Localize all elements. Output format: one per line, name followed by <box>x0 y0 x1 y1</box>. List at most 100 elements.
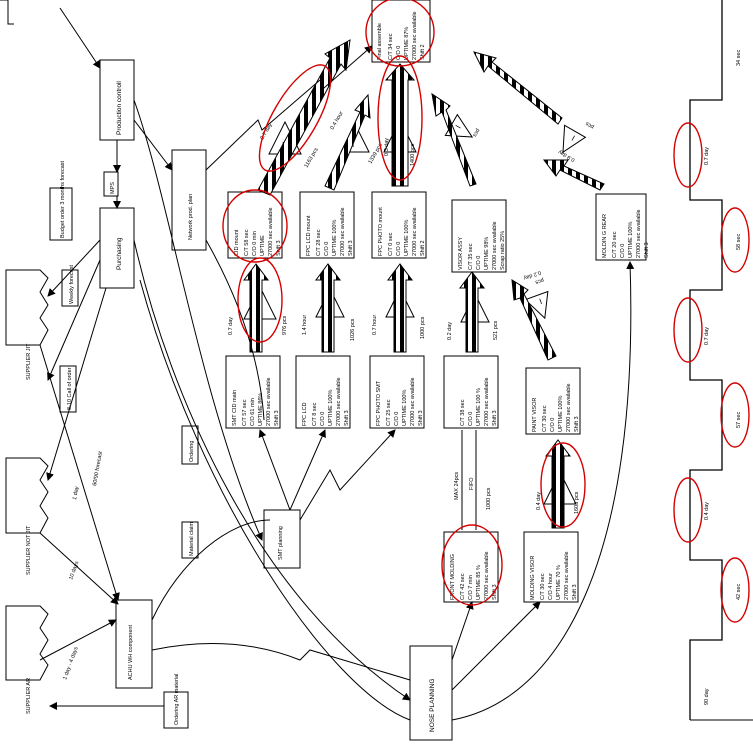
inventory-time: 0.7 hour <box>372 315 378 335</box>
inventory-time: 0.2 day <box>447 322 453 340</box>
process-ct: C/T 38 sec <box>460 399 466 426</box>
process-co: C/O 61 min <box>250 398 256 426</box>
nose-planning-label: NOSE PLANNING <box>429 679 436 732</box>
process-co: C/O 0 <box>476 256 482 270</box>
process-co: C/O 0 <box>320 412 326 426</box>
process-available: 27000 sec available <box>484 551 490 600</box>
process-shift: Shift 3 <box>492 584 498 600</box>
fifo-label: FIFO <box>469 477 475 490</box>
fifo-qty: 1000 pcs <box>486 487 492 510</box>
process-uptime: UPTIME 100% <box>558 396 564 432</box>
process-co: C/O 0 <box>550 418 556 432</box>
supplier-ar: SUPPLIER AR <box>5 605 49 714</box>
process-uptime: UPTIME 85 % <box>476 565 482 600</box>
process-shift: Shift 3 <box>348 240 354 256</box>
lead-time: 90 day <box>704 688 710 705</box>
process-ct: C/T 57 sec <box>242 399 248 426</box>
cycle-time: 58 sec <box>736 234 742 250</box>
process-ct: C/T 30 sec <box>540 573 546 600</box>
process-uptime: UPTIME 100% <box>328 390 334 426</box>
process-title: CID mount <box>234 229 240 256</box>
process-available: 27000 sec available <box>492 221 498 270</box>
inventory-time: pcs <box>584 120 595 130</box>
process-box-fpc-lcd: FPC LCD C/T 8 sec C/O 0 UPTIME 100% 2700… <box>295 355 351 429</box>
timeline-labels: 0.7 day 0.7 day 0.4 day 90 day 34 sec 58… <box>704 50 742 705</box>
supplier-label: SUPPLIER AR <box>26 678 32 714</box>
process-co: C/O 0 <box>394 412 400 426</box>
ordering-ar-label: Ordering AR material <box>174 674 180 725</box>
process-available: 27000 sec available <box>268 207 274 256</box>
process-boxes: Final assemble C/T 34 sec C/O 0 UPTIME 8… <box>225 0 650 603</box>
process-ct: C/T 0 sec <box>388 232 394 256</box>
process-box-paint-visor: PAINT VISOR C/T 30 sec C/O 0 UPTIME 100%… <box>525 367 581 435</box>
process-ct: C/T 30 sec <box>542 405 548 432</box>
inventory-qty: 1026 pcs <box>350 318 356 341</box>
inventory-qty: 1400 pcs <box>410 143 416 166</box>
fifo-max: MAX 24pcs <box>454 472 460 500</box>
process-available: 27000 sec available <box>336 377 342 426</box>
inventory-qty: 521 pcs <box>493 320 499 340</box>
process-available: 27000 sec available <box>636 209 642 258</box>
process-co: C/O 4 hour <box>548 573 554 600</box>
push-arrows <box>243 39 605 529</box>
process-co: C/O 0 min <box>252 231 258 256</box>
one-day-label: 1 day <box>72 486 80 501</box>
process-title: FPC LCD mount <box>306 215 312 256</box>
inventory-time: 0.4 hour <box>330 110 345 131</box>
ordering-label: Ordering <box>189 441 195 462</box>
process-available: 27000 sec available <box>484 377 490 426</box>
process-co: C/O 7 min <box>468 575 474 600</box>
process-ct: C/T 42 sec <box>460 573 466 600</box>
process-box-final: Final assemble C/T 34 sec C/O 0 UPTIME 8… <box>371 0 431 63</box>
network-plan-label: Network prod. plan <box>188 194 194 240</box>
inventory-qty: 0.2 day <box>522 269 541 281</box>
process-title: Final assemble <box>377 23 383 60</box>
material-claim-label: Material claim <box>189 522 195 556</box>
cycle-time: 42 sec <box>736 584 742 600</box>
production-control-label: Production controll <box>116 81 123 135</box>
process-box-fpc-photo: FPC PHOTO mount C/T 0 sec C/O 0 UPTIME 1… <box>371 191 427 259</box>
process-shift: Shift 3 <box>276 240 282 256</box>
one-four-day-label: 1 day - 4 days <box>62 646 80 681</box>
forecast-label: 60/90 forecast <box>92 451 104 487</box>
lead-time: 0.7 day <box>704 327 710 345</box>
process-box-molding-rear: MOLDIN G REAR C/T 20 sec C/O 0 UPTIME 10… <box>595 193 650 261</box>
process-shift: Shift 3 <box>274 410 280 426</box>
fifo-lane: MAX 24pcs FIFO 1000 pcs <box>454 430 492 530</box>
inventory-time: pcs <box>534 276 544 285</box>
process-uptime: UPTIME 100% <box>402 390 408 426</box>
cycle-time: 34 sec <box>736 50 742 66</box>
mps-label: MPS <box>110 182 116 194</box>
process-uptime: UPTIME 87% <box>404 27 410 60</box>
inventory-time: 0.4 day <box>536 492 542 510</box>
inventory-qty: 976 pcs <box>282 315 288 335</box>
lead-time: 0.4 day <box>704 502 710 520</box>
process-uptime: UPTIME 98% <box>484 237 490 270</box>
process-box-fpc-lcd-mount: FPC LCD mount C/T 28 sec C/O 0 UPTIME 10… <box>299 191 355 259</box>
acho-wh-label: ACHU WH component <box>128 625 134 680</box>
inventory-triangle: I pcs 0.2 day <box>522 269 549 320</box>
process-title: FPC PHOTO mount <box>378 207 384 256</box>
process-uptime: UPTIME <box>260 235 266 256</box>
process-shift: Shift 3 <box>572 584 578 600</box>
process-co: C/O 0 <box>396 242 402 256</box>
inventory-qty: 1163 pcs <box>304 147 320 169</box>
process-co: C/O 0 <box>396 46 402 60</box>
process-uptime: UPTIME 70 % <box>556 565 562 600</box>
network-plan-box <box>171 149 207 251</box>
process-co: C/O 0 <box>620 244 626 258</box>
process-available: 27000 sec available <box>340 207 346 256</box>
process-available: 27000 sec available <box>410 377 416 426</box>
weekly-label: Weekly forecast <box>69 265 75 304</box>
process-box-smt-cid: SMT CID main C/T 57 sec C/O 61 min UPTIM… <box>225 355 281 429</box>
process-title: FPC PHOTO SMT <box>376 380 382 426</box>
process-box-front-molding: FRONT MOLDING C/T 42 sec C/O 7 min UPTIM… <box>443 531 499 603</box>
purchasing-box <box>99 207 135 289</box>
process-co: C/O 0 <box>468 412 474 426</box>
process-shift: Shift 3 <box>344 410 350 426</box>
svg-text:I: I <box>538 296 543 305</box>
process-ct: C/T 25 sec <box>386 399 392 426</box>
process-title: PAINT VISOR <box>532 398 538 432</box>
supplier-label: SUPPLIER NOT JIT <box>26 525 32 575</box>
